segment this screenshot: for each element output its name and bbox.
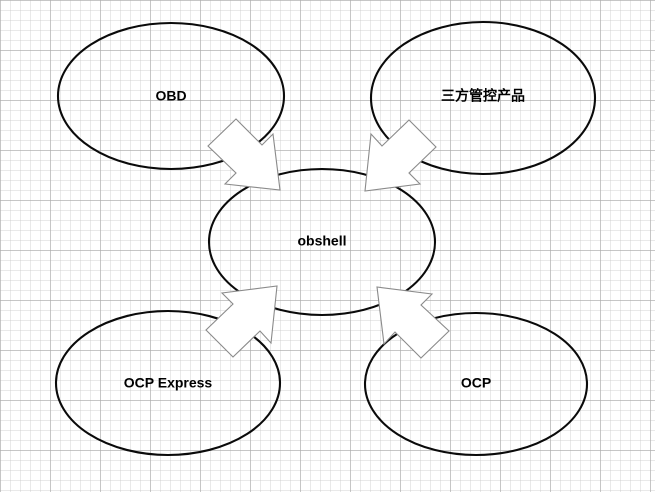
node-ocp-express-ellipse bbox=[54, 309, 282, 457]
node-obd-ellipse bbox=[56, 21, 286, 171]
edge-obd-to-obshell[interactable] bbox=[207, 118, 281, 191]
node-obshell[interactable]: obshell bbox=[207, 167, 437, 317]
node-third-party[interactable]: 三方管控产品 bbox=[369, 20, 597, 176]
node-third-party-ellipse bbox=[369, 20, 597, 176]
arrow-down-left-icon bbox=[364, 119, 437, 192]
edge-ocp-express-to-obshell[interactable] bbox=[205, 285, 278, 358]
node-obshell-ellipse bbox=[207, 167, 437, 317]
node-ocp-express-label: OCP Express bbox=[124, 375, 213, 391]
node-obshell-label: obshell bbox=[297, 233, 346, 249]
node-obd[interactable]: OBD bbox=[56, 21, 286, 171]
arrow-down-right-icon bbox=[207, 118, 281, 191]
node-ocp[interactable]: OCP bbox=[363, 311, 589, 457]
node-obd-label: OBD bbox=[155, 88, 186, 104]
arrow-up-left-icon bbox=[376, 286, 450, 359]
edge-third-party-to-obshell[interactable] bbox=[364, 119, 437, 192]
node-ocp-ellipse bbox=[363, 311, 589, 457]
node-ocp-express[interactable]: OCP Express bbox=[54, 309, 282, 457]
arrow-up-right-icon bbox=[205, 285, 278, 358]
node-third-party-label: 三方管控产品 bbox=[441, 88, 525, 104]
node-ocp-label: OCP bbox=[461, 375, 491, 391]
edge-ocp-to-obshell[interactable] bbox=[376, 286, 450, 359]
